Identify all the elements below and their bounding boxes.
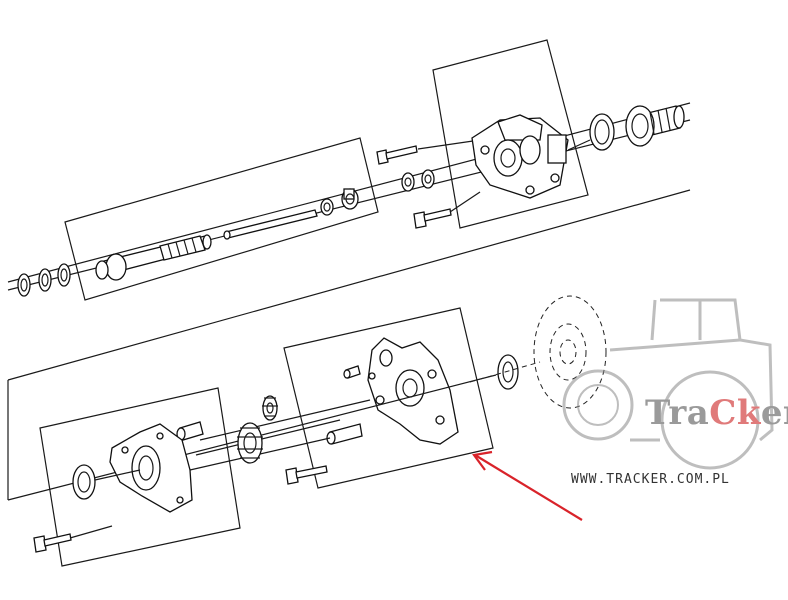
seal-ring-upper: [589, 113, 615, 151]
pump-body-seal: [72, 464, 96, 500]
bushing: [176, 421, 204, 441]
pump-bolt: [285, 465, 328, 485]
red-arrow: [472, 450, 583, 521]
thin-rod: [223, 209, 318, 240]
drive-shaft: [95, 234, 212, 281]
upper-gear-shaft: [625, 105, 685, 147]
pump-cover-panel: [283, 307, 494, 489]
left-washers: [17, 263, 71, 297]
upper-housing: [471, 114, 569, 199]
upper-washers: [401, 169, 435, 192]
upper-shaft-panel: [7, 102, 691, 381]
upper-housing-panel: [432, 39, 589, 229]
watermark-logo: TraCker: [645, 393, 788, 433]
tractor-watermark: [562, 298, 774, 470]
pump-body-bolt: [33, 533, 72, 553]
seal-ring-lower: [497, 354, 519, 390]
roller-pin: [326, 423, 363, 445]
small-gear: [262, 395, 278, 421]
rod-end-parts: [320, 188, 359, 216]
dowel-pin: [343, 365, 361, 379]
pump-body-panel: [39, 387, 241, 567]
pump-cover: [367, 337, 459, 445]
upper-bolt-2: [413, 208, 452, 229]
upper-bolt-1: [376, 145, 418, 165]
watermark-url: WWW.TRACKER.COM.PL: [571, 472, 730, 487]
pump-gear: [237, 422, 263, 464]
dashed-flange: [533, 295, 607, 409]
upper-guide-lines: [417, 139, 591, 213]
